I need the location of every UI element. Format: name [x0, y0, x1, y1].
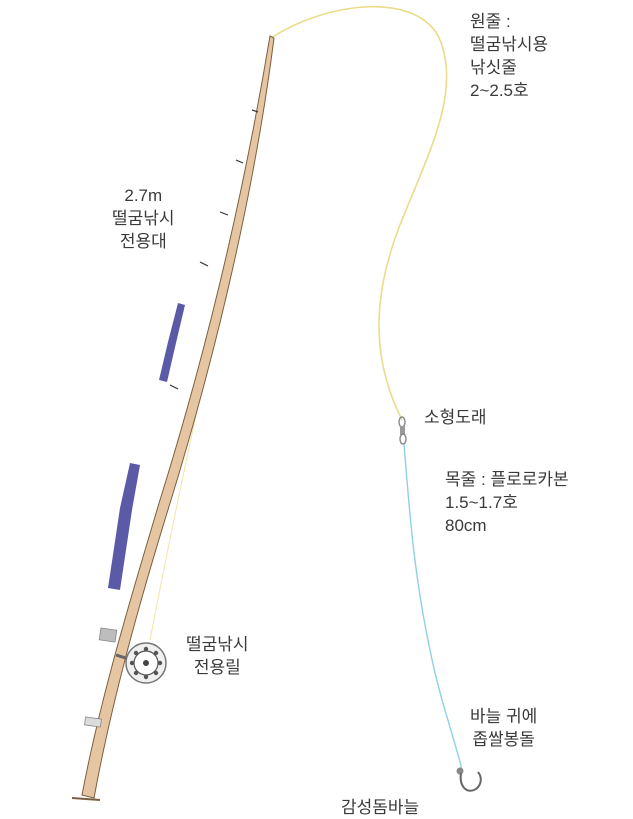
rod [71, 35, 275, 801]
bait-label: 바늘 귀에 좁쌀봉돌 [470, 707, 538, 749]
rod-ferrule-2 [84, 716, 102, 728]
rod-guides [169, 109, 259, 390]
swivel-label: 소형도래 [424, 408, 487, 427]
split-shot [456, 767, 464, 775]
rod-ferrule-1 [98, 627, 118, 643]
rod-band-lower [108, 463, 140, 590]
leader-line [403, 443, 463, 771]
rod-label: 2.7m 떨굼낚시 전용대 [112, 186, 175, 251]
main-line [270, 5, 448, 421]
swivel [398, 416, 407, 445]
reel-label: 떨굼낚시 전용릴 [186, 635, 249, 677]
hook [459, 771, 482, 792]
main-line-label: 원줄 : 떨굼낚시용 낚싯줄 2~2.5호 [470, 12, 549, 100]
hook-label: 감성돔바늘 [341, 798, 420, 817]
leader-label: 목줄 : 플로로카본 1.5~1.7호 80cm [445, 470, 569, 535]
reel [115, 642, 167, 684]
rod-band-upper [159, 303, 185, 382]
